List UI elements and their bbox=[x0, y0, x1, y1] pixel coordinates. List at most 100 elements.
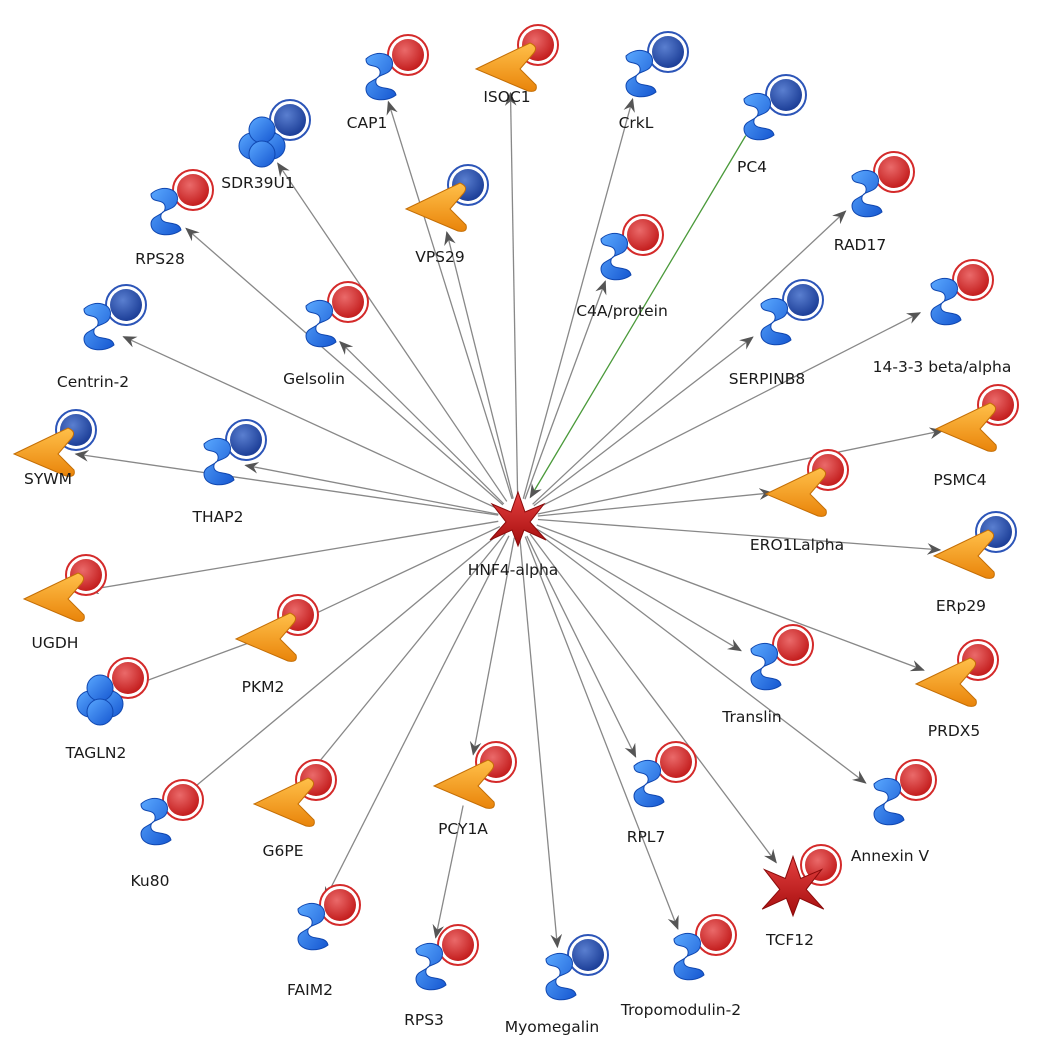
expression-marker-blue bbox=[269, 99, 311, 141]
node-pc4[interactable]: PC4 bbox=[737, 74, 807, 176]
edge-hub-to-rpl7 bbox=[526, 535, 637, 758]
expression-marker-red bbox=[319, 884, 361, 926]
expression-marker-red bbox=[772, 624, 814, 666]
enzyme-shape bbox=[600, 232, 632, 281]
other-shape bbox=[404, 182, 467, 232]
enzyme-shape bbox=[625, 49, 657, 98]
node-label-translin: Translin bbox=[721, 708, 781, 726]
node-rps3[interactable]: RPS3 bbox=[404, 924, 479, 1029]
node-prdx5[interactable]: PRDX5 bbox=[914, 639, 999, 740]
edge-hub-to-centrin2 bbox=[122, 336, 501, 511]
edge-hub-to-cap1 bbox=[386, 100, 513, 500]
node-ku80[interactable]: Ku80 bbox=[131, 779, 204, 890]
expression-marker-red bbox=[873, 151, 915, 193]
node-translin[interactable]: Translin bbox=[721, 624, 814, 726]
node-psmc4[interactable]: PSMC4 bbox=[933, 384, 1019, 489]
node-label-tagln2: TAGLN2 bbox=[65, 744, 127, 762]
node-label-myomegalin: Myomegalin bbox=[505, 1018, 599, 1036]
node-pkm2[interactable]: PKM2 bbox=[234, 594, 319, 696]
other-shape bbox=[432, 759, 495, 809]
node-g6pe[interactable]: G6PE bbox=[252, 759, 337, 860]
node-thap2[interactable]: THAP2 bbox=[192, 419, 267, 526]
edge-hub-to-rps28 bbox=[185, 227, 504, 506]
node-centrin2[interactable]: Centrin-2 bbox=[57, 284, 147, 391]
expression-marker-red bbox=[957, 639, 999, 681]
other-shape bbox=[252, 777, 315, 827]
node-serpinb8[interactable]: SERPINB8 bbox=[729, 279, 824, 388]
expression-marker-blue bbox=[105, 284, 147, 326]
node-ugdh[interactable]: UGDH bbox=[22, 554, 107, 652]
edge-hub-to-ero1 bbox=[537, 488, 774, 517]
node-sdr39u1[interactable]: SDR39U1 bbox=[221, 99, 311, 192]
expression-marker-red bbox=[327, 281, 369, 323]
edge-hub-to-thap2 bbox=[244, 462, 499, 515]
other-shape bbox=[914, 657, 977, 707]
node-tcf12[interactable]: TCF12 bbox=[761, 844, 842, 949]
enzyme-shape bbox=[760, 297, 792, 346]
node-annexinv[interactable]: Annexin V bbox=[851, 759, 937, 865]
edge-hub-to-pkm2 bbox=[294, 525, 501, 624]
edge-hub-to-ku80 bbox=[175, 530, 504, 803]
complex-shape bbox=[76, 674, 124, 726]
edge-pcy1a-to-rps3 bbox=[432, 805, 464, 939]
node-tropomodulin2[interactable]: Tropomodulin-2 bbox=[620, 914, 741, 1019]
node-label-pcy1a: PCY1A bbox=[438, 820, 488, 838]
enzyme-shape bbox=[851, 169, 883, 218]
enzyme-shape bbox=[150, 187, 182, 236]
edge-hub-to-sdr39u1 bbox=[277, 162, 508, 502]
expression-marker-red bbox=[655, 741, 697, 783]
node-rps28[interactable]: RPS28 bbox=[135, 169, 214, 268]
node-label-pc4: PC4 bbox=[737, 158, 767, 176]
edge-hub-to-ugdh bbox=[84, 520, 499, 595]
node-rad17[interactable]: RAD17 bbox=[834, 151, 915, 254]
node-label-pkm2: PKM2 bbox=[242, 678, 285, 696]
expression-marker-blue bbox=[647, 31, 689, 73]
node-label-vps29: VPS29 bbox=[415, 248, 465, 266]
node-ero1[interactable]: ERO1Lalpha bbox=[750, 449, 849, 554]
node-myomegalin[interactable]: Myomegalin bbox=[505, 934, 609, 1036]
edge-hub-to-g6pe bbox=[304, 533, 506, 780]
enzyme-shape bbox=[633, 759, 665, 808]
node-vps29[interactable]: VPS29 bbox=[404, 164, 489, 266]
node-gelsolin[interactable]: Gelsolin bbox=[283, 281, 369, 388]
edge-hub-to-ywhab bbox=[535, 312, 922, 510]
expression-marker-red bbox=[895, 759, 937, 801]
enzyme-shape bbox=[743, 92, 775, 141]
node-label-hnf4-alpha: HNF4-alpha bbox=[468, 561, 559, 579]
edge-hub-to-c4a bbox=[524, 280, 607, 500]
enzyme-shape bbox=[545, 952, 577, 1001]
node-label-rad17: RAD17 bbox=[834, 236, 886, 254]
node-c4a[interactable]: C4A/protein bbox=[576, 214, 668, 320]
node-label-ywhab: 14-3-3 beta/alpha bbox=[873, 358, 1012, 376]
node-erp29[interactable]: ERp29 bbox=[932, 511, 1017, 615]
node-pcy1a[interactable]: PCY1A bbox=[432, 741, 517, 838]
edge-hub-to-serpinb8 bbox=[533, 336, 754, 507]
node-rpl7[interactable]: RPL7 bbox=[627, 741, 697, 846]
node-tagln2[interactable]: TAGLN2 bbox=[65, 657, 149, 762]
edge-hub-to-faim2 bbox=[324, 535, 510, 902]
node-isoc1[interactable]: ISOC1 bbox=[474, 24, 559, 106]
edge-hub-to-erp29 bbox=[537, 518, 942, 555]
expression-marker-blue bbox=[765, 74, 807, 116]
node-faim2[interactable]: FAIM2 bbox=[287, 884, 361, 999]
node-label-rps28: RPS28 bbox=[135, 250, 185, 268]
node-ywhab[interactable]: 14-3-3 beta/alpha bbox=[873, 259, 1012, 376]
node-label-centrin2: Centrin-2 bbox=[57, 373, 129, 391]
node-label-tcf12: TCF12 bbox=[765, 931, 814, 949]
expression-marker-blue bbox=[567, 934, 609, 976]
other-shape bbox=[22, 572, 85, 622]
node-crkl[interactable]: CrkL bbox=[619, 31, 689, 132]
node-hnf4-alpha[interactable]: HNF4-alpha bbox=[468, 490, 559, 579]
other-shape bbox=[12, 427, 75, 477]
edge-hub-to-pcy1a bbox=[469, 537, 515, 756]
node-sywm[interactable]: SYWM bbox=[12, 409, 97, 488]
expression-marker-red bbox=[172, 169, 214, 211]
edge-hub-to-psmc4 bbox=[537, 427, 944, 515]
node-cap1[interactable]: CAP1 bbox=[347, 34, 429, 132]
enzyme-shape bbox=[415, 942, 447, 991]
expression-marker-red bbox=[622, 214, 664, 256]
expression-marker-red bbox=[437, 924, 479, 966]
node-label-cap1: CAP1 bbox=[347, 114, 388, 132]
node-label-psmc4: PSMC4 bbox=[933, 471, 986, 489]
edge-pc4-to-hub bbox=[529, 135, 747, 499]
